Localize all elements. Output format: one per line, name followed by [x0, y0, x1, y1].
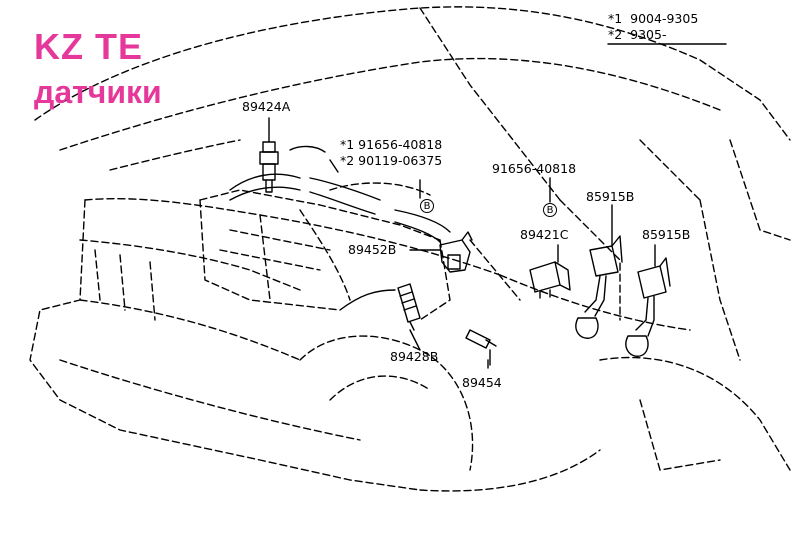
diagram-subtitle: датчики — [34, 74, 162, 110]
part-label-85915B-a: 85915B — [586, 189, 635, 204]
sensor-89424A — [259, 117, 279, 193]
note-1: *1 9004-9305 — [608, 12, 698, 26]
note-2-text: 9305- — [630, 27, 667, 42]
callout-b-2: B — [543, 203, 557, 217]
note-1-mark: *1 — [608, 11, 623, 26]
part-label-89454: 89454 — [462, 375, 502, 390]
part-label-85915B-b: 85915B — [642, 227, 691, 242]
part-label-89428B: 89428B — [390, 349, 439, 364]
part-label-91656-40818: 91656-40818 — [492, 161, 577, 176]
relay-85915B-b — [625, 244, 671, 357]
note-2-mark: *2 — [608, 27, 623, 42]
note-2: *2 9305- — [608, 28, 666, 42]
leader-lines — [329, 159, 551, 369]
sensor-89454 — [465, 329, 497, 366]
sensor-89452B — [439, 231, 473, 273]
relay-85915B-a — [575, 204, 623, 339]
hoses — [229, 145, 451, 311]
hood-outline — [34, 6, 791, 201]
part-label-90119-06375: *2 90119-06375 — [340, 153, 443, 168]
callout-b-1: B — [420, 199, 434, 213]
relay-89421C — [529, 244, 571, 299]
part-label-89421C: 89421C — [520, 227, 569, 242]
note-1-text: 9004-9305 — [630, 11, 699, 26]
part-label-91656-40818-star1: *1 91656-40818 — [340, 137, 443, 152]
part-label-89452B: 89452B — [348, 242, 397, 257]
sensor-89428B — [397, 283, 421, 331]
part-label-89424A: 89424A — [242, 99, 291, 114]
body-outline — [29, 139, 791, 492]
diagram-title: KZ TE — [34, 26, 143, 67]
